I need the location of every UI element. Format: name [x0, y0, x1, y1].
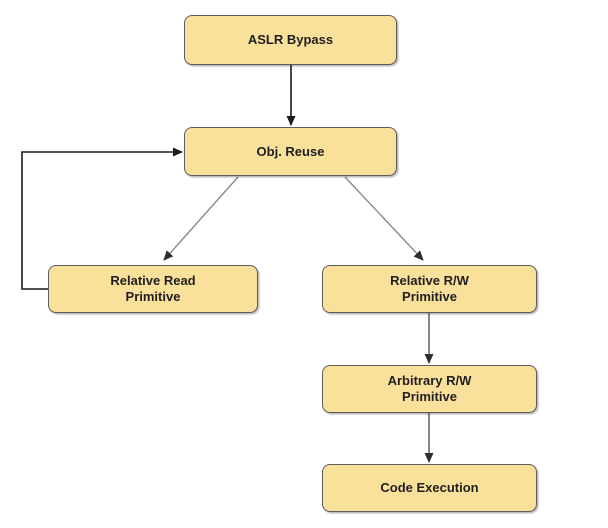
node-label: Relative R/W Primitive [390, 273, 469, 304]
node-label: ASLR Bypass [247, 32, 334, 48]
node-label: Relative Read Primitive [110, 273, 196, 304]
edge-objreuse-to-relread [163, 176, 239, 261]
node-code-execution: Code Execution [322, 464, 537, 512]
node-label: Obj. Reuse [256, 143, 325, 159]
node-aslr-bypass: ASLR Bypass [184, 15, 397, 65]
node-obj-reuse: Obj. Reuse [184, 127, 397, 176]
node-arbitrary-rw-primitive: Arbitrary R/W Primitive [322, 365, 537, 413]
node-label: Arbitrary R/W Primitive [387, 373, 472, 404]
edge-relread-to-objreuse-loop [21, 147, 183, 290]
edge-objreuse-to-relrw [344, 176, 424, 261]
node-relative-read-primitive: Relative Read Primitive [48, 265, 258, 313]
node-relative-rw-primitive: Relative R/W Primitive [322, 265, 537, 313]
node-label: Code Execution [380, 480, 479, 496]
